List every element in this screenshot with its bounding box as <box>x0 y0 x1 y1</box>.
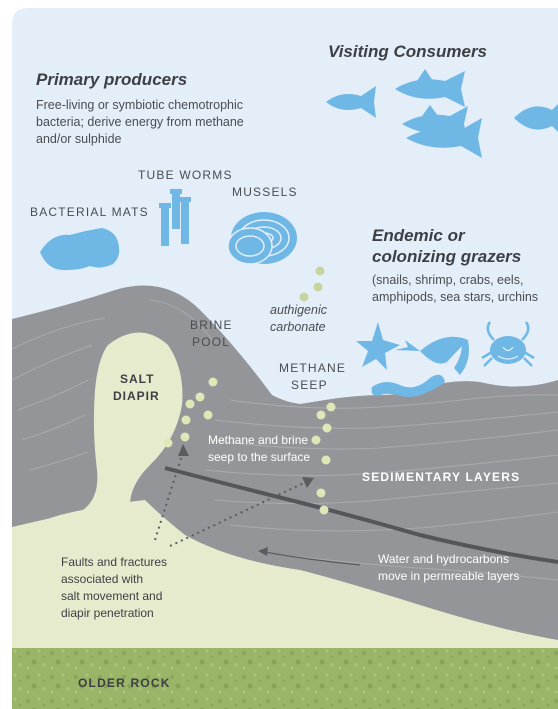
primary-producers-title: Primary producers <box>36 70 187 90</box>
faults-label-3: salt movement and <box>61 588 162 605</box>
authigenic-label-2: carbonate <box>270 319 326 336</box>
methane-seep-label-1: METHANE <box>279 361 346 375</box>
primary-producers-desc-2: bacteria; derive energy from methane <box>36 114 244 131</box>
tube-worms-label: TUBE WORMS <box>138 168 233 182</box>
salt-diapir-label-1: SALT <box>120 372 154 386</box>
mussels-label: MUSSELS <box>232 185 298 199</box>
grazers-desc-2: amphipods, sea stars, urchins <box>372 289 538 306</box>
faults-label-2: associated with <box>61 571 143 588</box>
older-rock-label: OLDER ROCK <box>78 676 171 690</box>
grazers-title-1: Endemic or <box>372 225 465 246</box>
grazers-desc-1: (snails, shrimp, crabs, eels, <box>372 272 523 289</box>
authigenic-label-1: authigenic <box>270 302 327 319</box>
grazers-title-2: colonizing grazers <box>372 246 521 267</box>
faults-label-4: diapir penetration <box>61 605 154 622</box>
sedimentary-layers-label: SEDIMENTARY LAYERS <box>362 470 520 484</box>
primary-producers-desc-3: and/or sulphide <box>36 131 121 148</box>
primary-producers-desc-1: Free-living or symbiotic chemotrophic <box>36 97 243 114</box>
brine-pool-label-2: POOL <box>192 335 230 349</box>
water-hydro-label-1: Water and hydrocarbons <box>378 551 509 568</box>
methane-brine-label-1: Methane and brine <box>208 432 308 449</box>
faults-label-1: Faults and fractures <box>61 554 167 571</box>
water-hydro-label-2: move in permreable layers <box>378 568 519 585</box>
methane-seep-label-2: SEEP <box>291 378 328 392</box>
bacterial-mats-label: BACTERIAL MATS <box>30 205 149 219</box>
visiting-consumers-title: Visiting Consumers <box>328 42 487 62</box>
salt-diapir-label-2: DIAPIR <box>113 389 160 403</box>
brine-pool-label-1: BRINE <box>190 318 233 332</box>
methane-brine-label-2: seep to the surface <box>208 449 310 466</box>
